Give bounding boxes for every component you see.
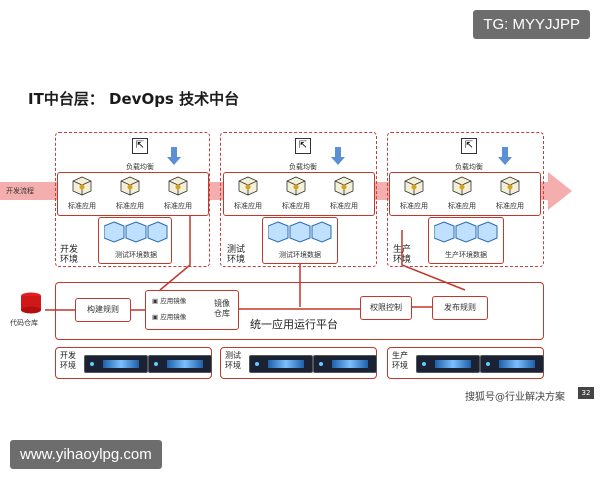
data-cube-icon xyxy=(103,221,168,243)
app-label: 标准应用 xyxy=(330,202,358,210)
source-credit: 搜狐号@行业解决方案 xyxy=(465,392,565,403)
app-cube-icon xyxy=(500,176,520,196)
balancer-label: 负载均衡 xyxy=(126,163,154,171)
server-icon xyxy=(249,355,313,373)
zone-dev xyxy=(55,132,210,267)
zone-test-label: 测试 环境 xyxy=(227,245,246,265)
slide: IT中台层： DevOps 技术中台 开发流程 代码仓库 xyxy=(0,60,600,405)
release-rules-box: 发布规则 xyxy=(432,296,488,320)
app-cube-icon xyxy=(404,176,424,196)
app-box: 标准应用 xyxy=(324,176,364,210)
balancer-icon: ⇱ xyxy=(461,138,477,154)
app-cube-icon xyxy=(334,176,354,196)
watermark-url: www.yihaoylpg.com xyxy=(10,440,162,469)
app-label: 标准应用 xyxy=(234,202,262,210)
balancer-icon: ⇱ xyxy=(295,138,311,154)
app-cube-icon xyxy=(286,176,306,196)
app-box: 标准应用 xyxy=(490,176,530,210)
server-icon xyxy=(148,355,212,373)
server-icon xyxy=(84,355,148,373)
app-box: 标准应用 xyxy=(228,176,268,210)
page-number: 32 xyxy=(578,387,594,399)
image-repo-box: ▣ 应用镜像 ▣ 应用镜像 镜像 仓库 xyxy=(145,290,239,330)
data-cube-icon xyxy=(433,221,498,243)
infra-label: 测试 环境 xyxy=(225,351,241,370)
image-repo-label: 镜像 仓库 xyxy=(214,299,230,318)
image-item-label: 应用镜像 xyxy=(160,297,187,305)
server-icon xyxy=(480,355,544,373)
app-box: 标准应用 xyxy=(158,176,198,210)
data-label: 生产环境数据 xyxy=(445,251,487,259)
app-box: 标准应用 xyxy=(62,176,102,210)
app-label: 标准应用 xyxy=(68,202,96,210)
load-balancer-prod: ⇱ 负载均衡 xyxy=(449,138,489,173)
image-item-1: ▣ 应用镜像 xyxy=(152,297,187,305)
server-icon xyxy=(313,355,377,373)
app-label: 标准应用 xyxy=(400,202,428,210)
zone-dev-label: 开发 环境 xyxy=(60,245,79,265)
data-cubes-test: 测试环境数据 xyxy=(267,220,332,260)
data-cubes-prod: 生产环境数据 xyxy=(433,220,498,260)
app-label: 标准应用 xyxy=(164,202,192,210)
app-cube-icon xyxy=(452,176,472,196)
balancer-label: 负载均衡 xyxy=(289,163,317,171)
app-cube-icon xyxy=(120,176,140,196)
infra-label: 生产 环境 xyxy=(392,351,408,370)
data-label: 测试环境数据 xyxy=(115,251,157,259)
balancer-label: 负载均衡 xyxy=(455,163,483,171)
load-balancer-test: ⇱ 负载均衡 xyxy=(283,138,323,173)
app-box: 标准应用 xyxy=(110,176,150,210)
auth-control-box: 权限控制 xyxy=(360,296,412,320)
dev-process-label: 开发流程 xyxy=(6,187,34,195)
platform-container xyxy=(55,282,544,340)
app-label: 标准应用 xyxy=(496,202,524,210)
app-label: 标准应用 xyxy=(116,202,144,210)
data-cubes-dev: 测试环境数据 xyxy=(103,220,168,260)
platform-title: 统一应用运行平台 xyxy=(250,318,338,331)
deploy-arrows xyxy=(167,147,512,165)
data-label: 测试环境数据 xyxy=(279,251,321,259)
zone-test xyxy=(220,132,377,267)
infra-dev: 开发 环境 xyxy=(55,347,212,379)
app-cube-icon xyxy=(238,176,258,196)
app-box: 标准应用 xyxy=(394,176,434,210)
balancer-icon: ⇱ xyxy=(132,138,148,154)
zone-prod xyxy=(387,132,544,267)
server-icon xyxy=(416,355,480,373)
app-cube-icon xyxy=(72,176,92,196)
app-cube-icon xyxy=(168,176,188,196)
data-cube-icon xyxy=(267,221,332,243)
code-repo-label: 代码仓库 xyxy=(10,319,38,327)
watermark-top: TG: MYYJJPP xyxy=(473,10,590,39)
infra-prod: 生产 环境 xyxy=(387,347,544,379)
infra-label: 开发 环境 xyxy=(60,351,76,370)
build-rules-box: 构建规则 xyxy=(75,298,131,322)
database-icon xyxy=(20,292,42,314)
app-box: 标准应用 xyxy=(442,176,482,210)
app-label: 标准应用 xyxy=(282,202,310,210)
app-box: 标准应用 xyxy=(276,176,316,210)
infra-test: 测试 环境 xyxy=(220,347,377,379)
image-item-2: ▣ 应用镜像 xyxy=(152,313,187,321)
image-item-label: 应用镜像 xyxy=(160,313,187,321)
zone-prod-label: 生产 环境 xyxy=(393,245,412,265)
app-label: 标准应用 xyxy=(448,202,476,210)
slide-title: IT中台层： DevOps 技术中台 xyxy=(28,90,240,108)
load-balancer-dev: ⇱ 负载均衡 xyxy=(120,138,160,173)
